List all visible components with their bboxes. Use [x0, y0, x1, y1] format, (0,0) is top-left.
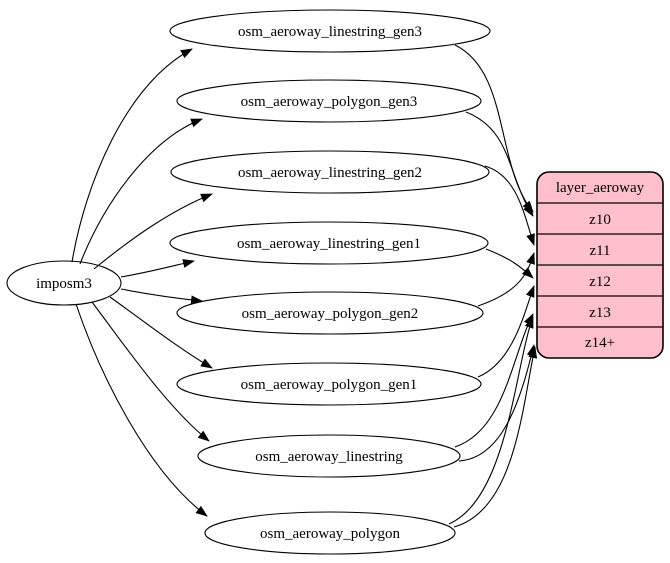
edge-linestring-gen3-to-z10	[454, 44, 534, 213]
imposm3-label: imposm3	[36, 276, 92, 292]
osm-aeroway-polygon-label: osm_aeroway_polygon	[260, 526, 400, 542]
node-osm-aeroway-polygon: osm_aeroway_polygon	[204, 511, 456, 555]
edge-polygon-to-z14plus	[453, 346, 538, 528]
osm-aeroway-linestring-gen1-ellipse	[169, 221, 489, 265]
node-osm-aeroway-linestring-gen2: osm_aeroway_linestring_gen2	[170, 150, 490, 194]
node-osm-aeroway-linestring: osm_aeroway_linestring	[197, 434, 461, 478]
layer-row-z13: z13	[589, 305, 611, 321]
edge-imposm3-to-polygon-gen1	[109, 296, 213, 369]
node-osm-aeroway-polygon-gen3: osm_aeroway_polygon_gen3	[176, 79, 482, 123]
osm-aeroway-polygon-gen3-ellipse	[176, 79, 482, 123]
edge-linestring-gen2-to-z11	[484, 165, 535, 246]
edge-imposm3-to-polygon-gen3	[79, 118, 203, 265]
edge-polygon-gen1-to-z12	[477, 285, 535, 378]
osm-aeroway-polygon-gen1-ellipse	[176, 362, 482, 406]
layer-row-z11: z11	[589, 243, 610, 259]
layer-row-z14plus: z14+	[585, 335, 615, 351]
edge-linestring-to-z14plus	[458, 344, 536, 462]
osm-aeroway-linestring-label: osm_aeroway_linestring	[255, 449, 403, 465]
layer-row-z12: z12	[589, 274, 611, 290]
imposm3-ellipse	[6, 260, 122, 306]
osm-aeroway-linestring-ellipse	[197, 434, 461, 478]
edge-imposm3-to-linestring-gen1	[120, 259, 195, 278]
osm-aeroway-linestring-gen3-ellipse	[169, 9, 491, 53]
osm-aeroway-polygon-gen1-label: osm_aeroway_polygon_gen1	[241, 377, 418, 393]
edge-imposm3-to-linestring	[91, 301, 210, 442]
edge-linestring-gen1-to-z12	[485, 248, 534, 279]
node-osm-aeroway-polygon-gen1: osm_aeroway_polygon_gen1	[176, 362, 482, 406]
osm-aeroway-linestring-gen2-ellipse	[170, 150, 490, 194]
osm-aeroway-polygon-gen2-label: osm_aeroway_polygon_gen2	[242, 306, 419, 322]
osm-aeroway-polygon-gen2-ellipse	[176, 291, 484, 335]
osm-aeroway-linestring-gen2-label: osm_aeroway_linestring_gen2	[238, 165, 422, 181]
layer-aeroway-header: layer_aeroway	[556, 180, 645, 196]
edge-polygon-to-z13	[448, 316, 534, 525]
node-layer-aeroway: layer_aeroway z10 z11 z12 z13 z14+	[536, 171, 664, 359]
edge-imposm3-to-polygon	[75, 303, 208, 517]
node-osm-aeroway-linestring-gen1: osm_aeroway_linestring_gen1	[169, 221, 489, 265]
osm-aeroway-polygon-ellipse	[204, 511, 456, 555]
node-osm-aeroway-linestring-gen3: osm_aeroway_linestring_gen3	[169, 9, 491, 53]
osm-aeroway-linestring-gen1-label: osm_aeroway_linestring_gen1	[237, 236, 421, 252]
edge-imposm3-to-linestring-gen3	[71, 48, 193, 263]
layer-row-z10: z10	[589, 212, 611, 228]
osm-aeroway-polygon-gen3-label: osm_aeroway_polygon_gen3	[241, 94, 418, 110]
edge-imposm3-to-linestring-gen2	[93, 193, 213, 270]
edge-polygon-gen2-to-z11	[477, 252, 535, 307]
osm-aeroway-linestring-gen3-label: osm_aeroway_linestring_gen3	[238, 24, 422, 40]
edge-imposm3-to-polygon-gen2	[120, 288, 203, 305]
node-imposm3: imposm3	[6, 260, 122, 306]
node-osm-aeroway-polygon-gen2: osm_aeroway_polygon_gen2	[176, 291, 484, 335]
edge-polygon-gen3-to-z10	[465, 111, 534, 217]
edge-linestring-to-z13	[454, 313, 534, 448]
